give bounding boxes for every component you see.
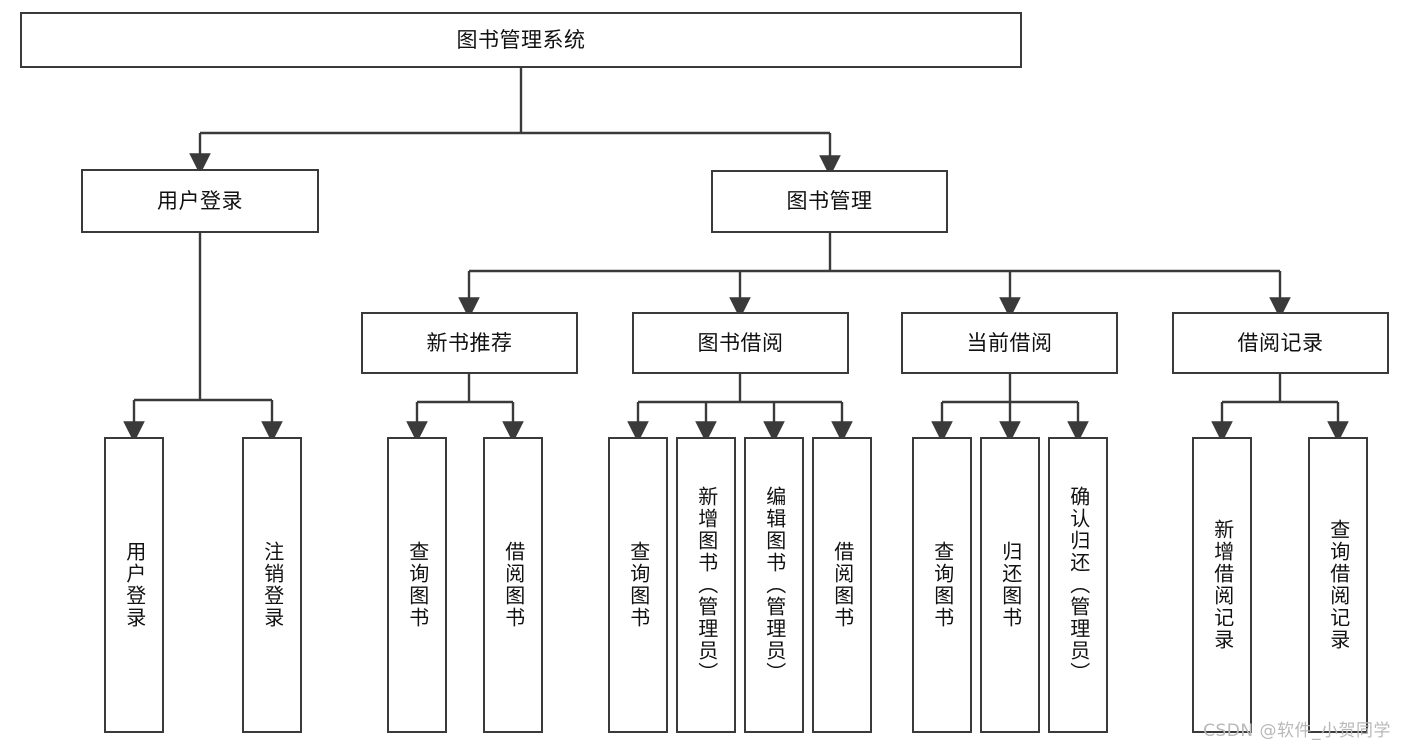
leaf-borrow-record-0[interactable]: 新增借阅记录 [1192, 437, 1252, 733]
leaf-current-borrow-1-label: 归还图书 [998, 541, 1023, 629]
leaf-book-borrow-1[interactable]: 新增图书（管理员） [676, 437, 736, 733]
leaf-user-login-0-label: 用户登录 [122, 541, 147, 629]
leaf-book-borrow-0[interactable]: 查询图书 [608, 437, 668, 733]
leaf-borrow-record-1[interactable]: 查询借阅记录 [1308, 437, 1368, 733]
node-borrow-record-label: 借阅记录 [1237, 330, 1324, 355]
node-borrow-record[interactable]: 借阅记录 [1172, 312, 1389, 374]
leaf-user-login-1[interactable]: 注销登录 [242, 437, 302, 733]
leaf-user-login-0[interactable]: 用户登录 [104, 437, 164, 733]
node-book-borrow[interactable]: 图书借阅 [632, 312, 849, 374]
node-user-login[interactable]: 用户登录 [81, 169, 319, 233]
leaf-borrow-record-1-label: 查询借阅记录 [1326, 519, 1351, 651]
leaf-book-borrow-2[interactable]: 编辑图书（管理员） [744, 437, 804, 733]
leaf-book-borrow-3[interactable]: 借阅图书 [812, 437, 872, 733]
leaf-book-borrow-1-label: 新增图书（管理员） [694, 486, 719, 684]
leaf-new-book-0[interactable]: 查询图书 [387, 437, 447, 733]
watermark-text: CSDN @软件_小贺同学 [1203, 721, 1391, 741]
leaf-user-login-1-label: 注销登录 [260, 541, 285, 629]
leaf-new-book-1-label: 借阅图书 [501, 541, 526, 629]
leaf-borrow-record-0-label: 新增借阅记录 [1210, 519, 1235, 651]
node-book-borrow-label: 图书借阅 [697, 330, 784, 355]
leaf-current-borrow-0[interactable]: 查询图书 [912, 437, 972, 733]
leaf-new-book-0-label: 查询图书 [405, 541, 430, 629]
leaf-current-borrow-0-label: 查询图书 [930, 541, 955, 629]
leaf-current-borrow-1[interactable]: 归还图书 [980, 437, 1040, 733]
leaf-current-borrow-2[interactable]: 确认归还（管理员） [1048, 437, 1108, 733]
node-current-borrow[interactable]: 当前借阅 [901, 312, 1118, 374]
node-root-label: 图书管理系统 [456, 27, 586, 52]
leaf-current-borrow-2-label: 确认归还（管理员） [1066, 486, 1091, 684]
leaf-book-borrow-3-label: 借阅图书 [830, 541, 855, 629]
node-book-manage-label: 图书管理 [786, 189, 873, 214]
node-user-login-label: 用户登录 [157, 188, 243, 213]
node-new-book[interactable]: 新书推荐 [361, 312, 578, 374]
node-root[interactable]: 图书管理系统 [20, 12, 1022, 68]
node-new-book-label: 新书推荐 [426, 330, 513, 355]
node-book-manage[interactable]: 图书管理 [711, 170, 948, 233]
leaf-new-book-1[interactable]: 借阅图书 [483, 437, 543, 733]
node-current-borrow-label: 当前借阅 [966, 330, 1053, 355]
leaf-book-borrow-2-label: 编辑图书（管理员） [762, 486, 787, 684]
leaf-book-borrow-0-label: 查询图书 [626, 541, 651, 629]
